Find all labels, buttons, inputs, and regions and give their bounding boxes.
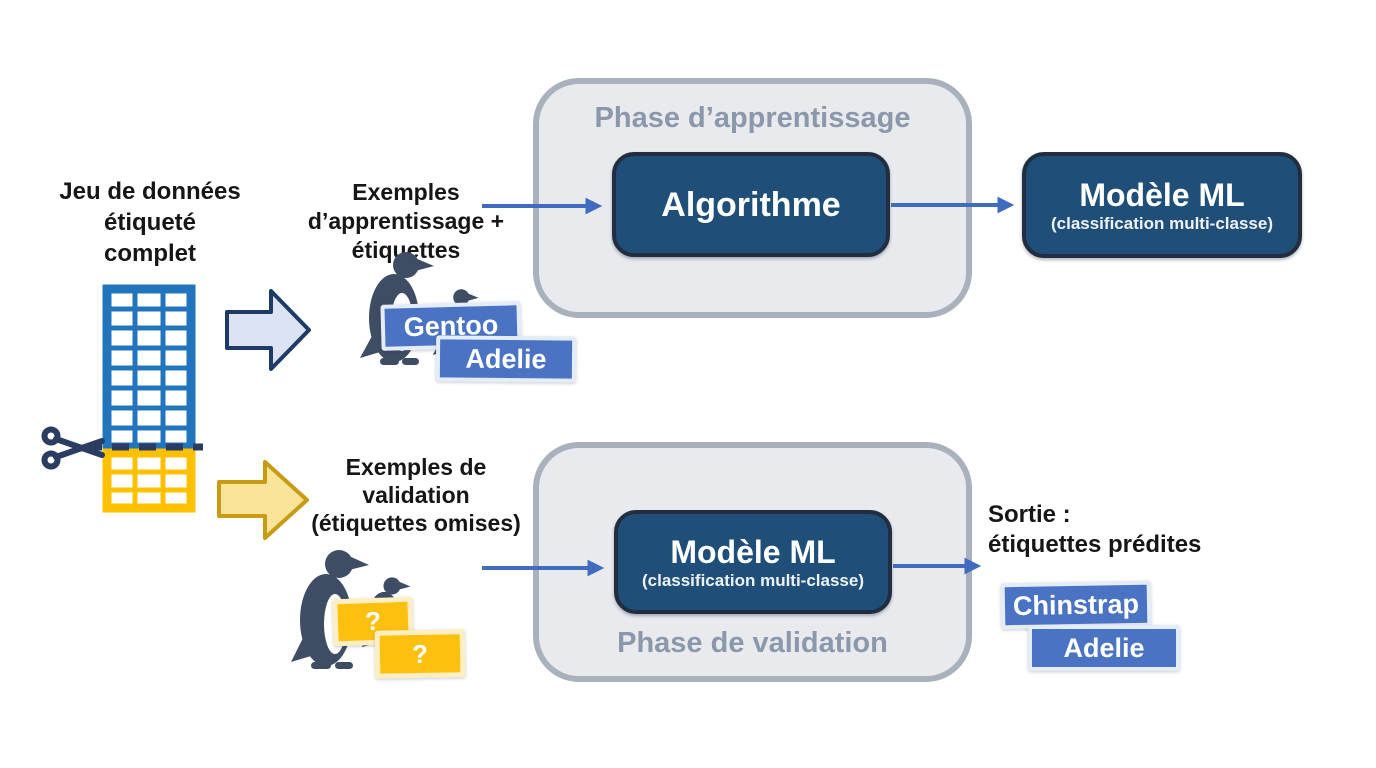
ml-model-validation-title: Modèle ML bbox=[670, 533, 836, 570]
block-arrow-training-icon bbox=[225, 289, 311, 371]
dataset-label-line: Jeu de données bbox=[59, 178, 241, 205]
dataset-label: Jeu de données étiqueté complet bbox=[30, 176, 270, 269]
label-tag-chinstrap: Chinstrap bbox=[1000, 580, 1152, 630]
label-tag-adelie-output: Adelie bbox=[1028, 625, 1180, 671]
training-examples-label: Exemples d’apprentissage + étiquettes bbox=[295, 178, 517, 265]
label-tag-adelie-training: Adelie bbox=[435, 335, 577, 383]
validation-examples-line: validation bbox=[362, 482, 470, 508]
ml-model-box: Modèle ML (classification multi-classe) bbox=[1022, 152, 1302, 258]
training-examples-line: d’apprentissage + bbox=[307, 208, 505, 234]
training-examples-line: Exemples bbox=[352, 179, 460, 205]
ml-model-validation-subtitle: (classification multi-classe) bbox=[641, 570, 865, 590]
validation-examples-line: Exemples de bbox=[345, 454, 487, 480]
scissors-icon bbox=[41, 426, 105, 470]
output-label-line: étiquettes prédites bbox=[988, 531, 1202, 558]
validation-subset-table-icon bbox=[102, 448, 196, 513]
label-tag-unknown-2: ? bbox=[374, 629, 466, 679]
algorithm-box-label: Algorithme bbox=[661, 185, 841, 224]
ml-model-subtitle: (classification multi-classe) bbox=[1050, 213, 1274, 233]
full-dataset-table-icon bbox=[102, 284, 196, 452]
output-label: Sortie : étiquettes prédites bbox=[988, 500, 1248, 560]
algorithm-box: Algorithme bbox=[612, 152, 890, 257]
validation-phase-title: Phase de validation bbox=[617, 627, 888, 659]
validation-examples-line: (étiquettes omises) bbox=[311, 510, 521, 536]
ml-model-validation-box: Modèle ML (classification multi-classe) bbox=[614, 510, 892, 614]
block-arrow-validation-icon bbox=[217, 460, 309, 540]
output-label-line: Sortie : bbox=[988, 501, 1071, 528]
validation-examples-label: Exemples de validation (étiquettes omise… bbox=[300, 453, 532, 537]
dataset-label-line: complet bbox=[103, 240, 196, 267]
dataset-label-line: étiqueté bbox=[103, 209, 196, 236]
training-phase-title: Phase d’apprentissage bbox=[594, 102, 911, 134]
ml-model-title: Modèle ML bbox=[1079, 176, 1245, 213]
